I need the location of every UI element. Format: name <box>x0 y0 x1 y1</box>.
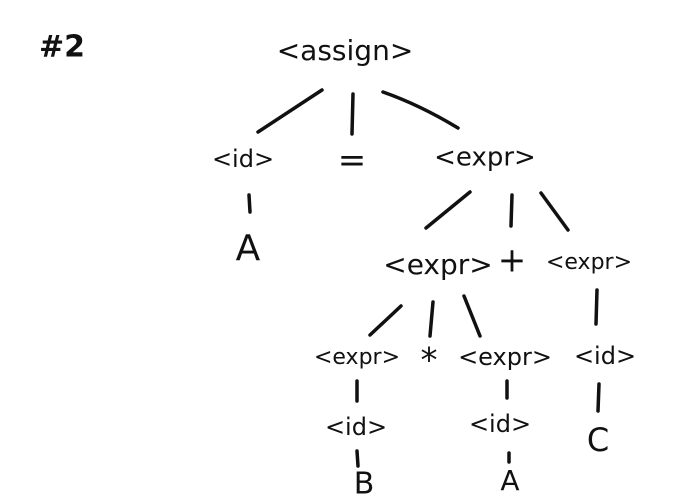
node-expr-root: <expr> <box>434 143 536 173</box>
node-star: * <box>421 341 438 381</box>
edge-exprright-idc <box>594 288 599 326</box>
edge-exprmul-expra2 <box>462 294 482 338</box>
node-leaf-a2: A <box>500 464 519 497</box>
node-id-c: <id> <box>574 342 636 370</box>
node-expr-b: <expr> <box>314 345 400 370</box>
edge-idc-c <box>596 382 601 413</box>
tree-nodes: <assign> <id> = <expr> A <expr> + <expr>… <box>212 34 636 500</box>
node-leaf-b: B <box>354 467 375 500</box>
node-id-a: <id> <box>212 145 274 173</box>
edge-assign-expr <box>381 90 460 130</box>
node-expr-right: <expr> <box>546 250 632 275</box>
node-id-b: <id> <box>325 413 387 441</box>
edge-assign-id <box>256 88 324 134</box>
edge-expr-exprmul <box>424 190 472 230</box>
edge-id-a <box>247 193 252 214</box>
node-leaf-c: C <box>587 421 609 459</box>
edge-expr-exprright <box>539 191 570 232</box>
node-equals: = <box>338 141 367 181</box>
edge-idb-b <box>355 449 360 468</box>
tree-edges <box>247 88 601 468</box>
edge-expr-plus <box>509 193 514 228</box>
node-expr-mul: <expr> <box>383 248 493 281</box>
node-assign: <assign> <box>277 34 414 67</box>
problem-label: #2 <box>39 30 85 65</box>
node-plus: + <box>498 241 527 281</box>
node-leaf-a: A <box>236 228 261 269</box>
node-id-a2: <id> <box>469 410 531 438</box>
edge-exprmul-star <box>428 300 435 338</box>
edge-exprmul-exprb <box>368 304 403 337</box>
node-expr-a2: <expr> <box>458 343 552 371</box>
edge-assign-equals <box>350 92 355 136</box>
